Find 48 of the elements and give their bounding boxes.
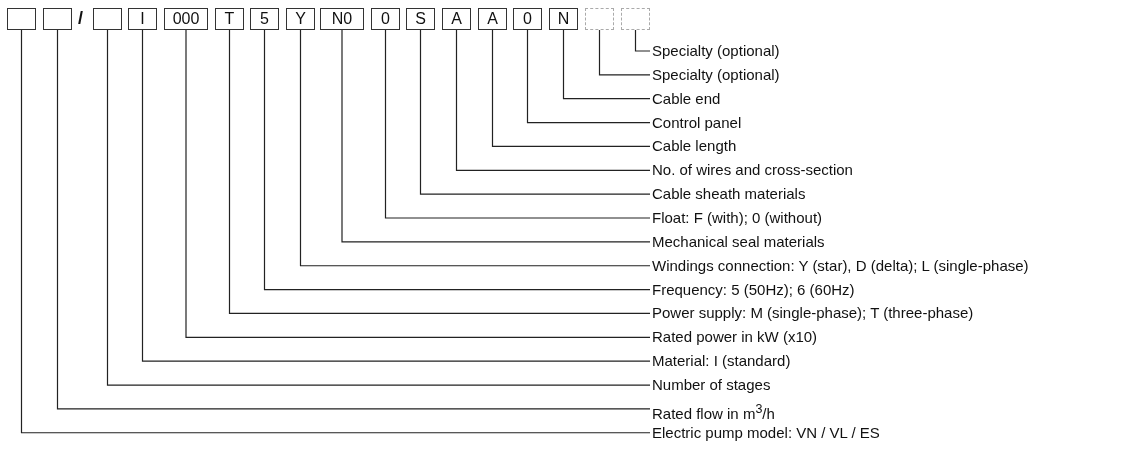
blank-code-box [585,8,614,30]
code-box: 5 [250,8,279,30]
code-box: Y [286,8,315,30]
description-text: Rated flow in m$^{3}$/h [652,399,775,423]
description-text: Frequency: 5 (50Hz); 6 (60Hz) [652,280,855,299]
code-box: S [406,8,435,30]
description-text: Power supply: M (single-phase); T (three-phase) [652,304,974,323]
blank-code-box [43,8,72,30]
code-box: N [549,8,578,30]
code-box: 000 [164,8,208,30]
description-text: Specialty (optional) [652,65,780,84]
description-text: Cable sheath materials [652,185,806,204]
leader-line [185,29,651,338]
blank-code-box [621,8,650,30]
leader-line [263,29,651,291]
leader-line [384,29,651,219]
description-text: Rated power in kW (x10) [652,328,818,347]
description-text: Electric pump model: VN / VL / ES [652,423,880,442]
code-box: A [478,8,507,30]
code-box: I [128,8,157,30]
code-box: A [442,8,471,30]
leader-line [491,29,651,148]
description-text: Specialty (optional) [652,42,780,60]
leader-line [455,29,651,171]
description-text: Mechanical seal materials [652,232,825,251]
leader-line [598,29,651,76]
description-text: Number of stages [652,376,771,395]
leader-line [419,29,651,195]
leader-line [526,29,651,124]
code-box: N0 [320,8,364,30]
leader-line [562,29,651,100]
code-box: 0 [371,8,400,30]
description-text: Windings connection: Y (star), D (delta); L (single-phase) [652,256,1029,275]
blank-code-box [7,8,36,30]
leader-line [299,29,651,267]
code-box: T [215,8,244,30]
description-text: Control panel [652,113,742,132]
description-text: Material: I (standard) [652,352,791,371]
description-text: Float: F (with); 0 (without) [652,209,823,227]
separator-slash: / [78,7,83,29]
code-box: 0 [513,8,542,30]
leader-line [634,29,651,52]
description-text: Cable end [652,89,721,108]
description-text: No. of wires and cross-section [652,161,853,180]
description-text: Cable length [652,137,737,156]
leader-line [341,29,651,243]
leader-line [228,29,651,315]
blank-code-box [93,8,122,30]
